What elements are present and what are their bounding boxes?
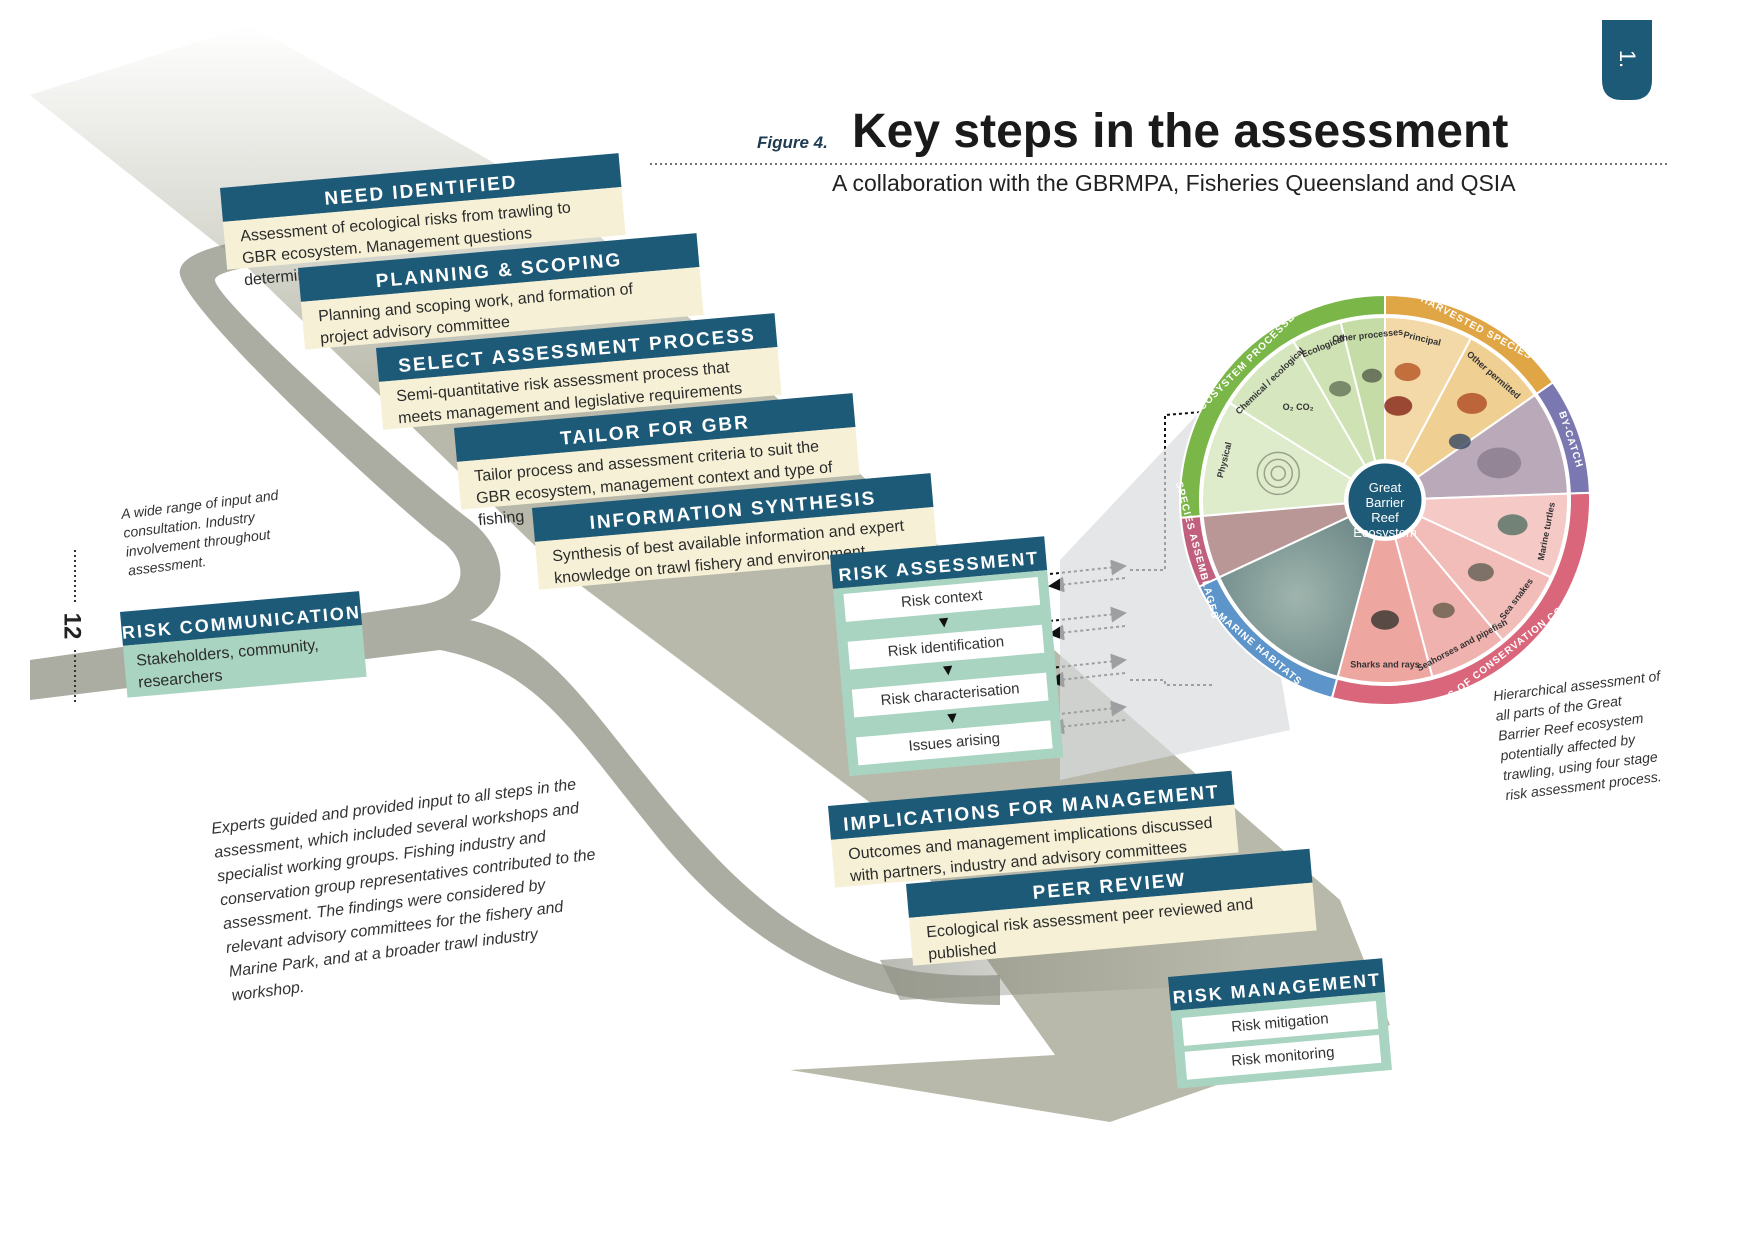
center-line: Ecosystem [1353, 525, 1417, 540]
seahorse-icon [1432, 602, 1455, 619]
other-processes-icon [1361, 368, 1382, 383]
page-title: Key steps in the assessment [852, 105, 1509, 158]
wheel-center-label: Great Barrier Reef Ecosystem [1350, 480, 1420, 540]
physical-swirl-icon [1263, 458, 1294, 489]
sea-snake-icon [1467, 563, 1494, 582]
figure-label: Figure 4. [757, 133, 828, 152]
page-tab-label: 1. [1615, 49, 1640, 69]
center-line: Great [1368, 480, 1402, 495]
bug-icon [1456, 392, 1487, 414]
ring-species-assemblages [1179, 515, 1219, 588]
ray-icon [1371, 610, 1399, 630]
risk-assessment-box: RISK ASSESSMENT Risk context ▼ Risk iden… [830, 536, 1064, 777]
page-subtitle: A collaboration with the GBRMPA, Fisheri… [832, 170, 1516, 196]
risk-management-box: RISK MANAGEMENT Risk mitigation Risk mon… [1168, 958, 1392, 1089]
ecological-cycle-icon [1329, 381, 1352, 397]
sector-marine-habitats [1217, 515, 1376, 678]
sector-by-catch [1416, 393, 1569, 500]
risk-assessment-steps: Risk context ▼ Risk identification ▼ Ris… [832, 570, 1064, 777]
sector-species-assemblages [1201, 502, 1351, 579]
wheel-center [1345, 460, 1425, 540]
label-sharks-and-rays: Sharks and rays [1350, 659, 1420, 669]
turtle-icon [1497, 514, 1528, 536]
physical-swirl-icon [1256, 451, 1301, 496]
chemical-symbols: O₂ CO₂ [1283, 402, 1314, 412]
crab-icon [1448, 433, 1471, 450]
scallop-icon [1384, 396, 1413, 416]
prawn-icon [1394, 362, 1421, 382]
physical-swirl-icon [1270, 465, 1287, 482]
bycatch-icon [1477, 447, 1522, 479]
page-tab [1602, 20, 1652, 100]
page-number: 12 [58, 612, 86, 640]
center-line: Barrier Reef [1365, 495, 1405, 525]
